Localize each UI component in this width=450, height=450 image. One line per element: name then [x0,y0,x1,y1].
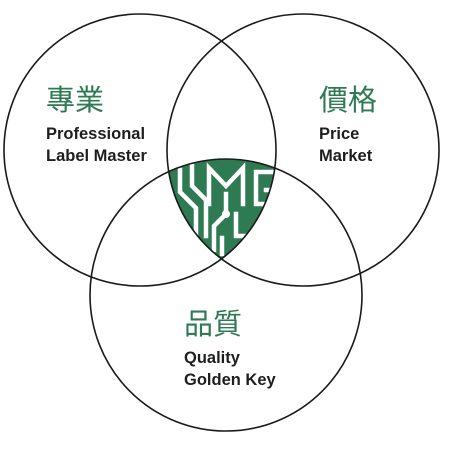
circuit-node [192,242,200,250]
circle-quality [89,158,363,432]
professional-title-zh: 專業 [46,83,104,117]
quality-title-zh: 品質 [184,307,242,341]
professional-label-line1: Professional [46,125,145,143]
circle-professional [3,13,277,287]
quality-label-line2: Golden Key [184,371,277,389]
quality-label-line1: Quality [184,349,241,367]
circuit-node [222,210,230,218]
professional-label-line2: Label Master [46,147,147,165]
price-label-line1: Price [319,125,359,143]
mg-circuit-shield-icon [167,159,276,286]
circle-price [166,13,440,287]
price-label-line2: Market [319,147,373,165]
price-title-zh: 價格 [319,83,377,117]
